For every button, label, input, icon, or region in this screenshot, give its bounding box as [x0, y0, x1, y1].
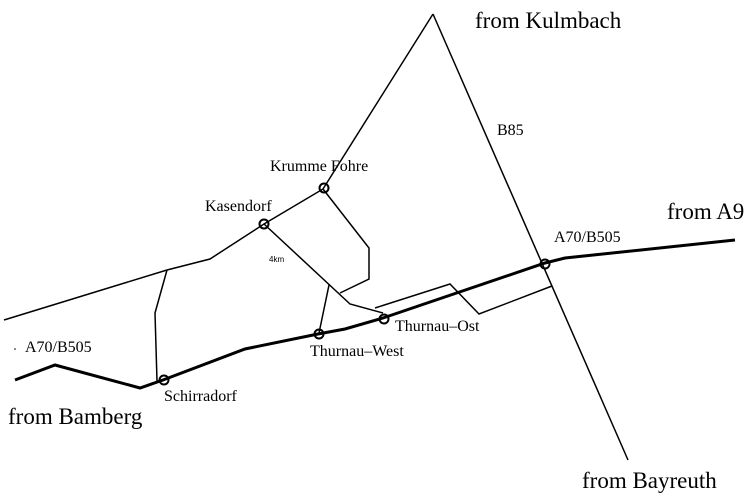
road-parallel-loop [374, 283, 553, 315]
road-a70-b505 [14, 238, 736, 390]
label-thurnau-ost: Thurnau–Ost [395, 318, 480, 335]
label-from-bayreuth: from Bayreuth [582, 468, 717, 493]
label-from-a9: from A9 [667, 199, 745, 224]
junction-krumme-fohre-icon [318, 182, 330, 194]
label-a70-west: A70/B505 [25, 339, 92, 356]
label-krumme-fohre: Krumme Fohre [270, 158, 369, 175]
label-kasendorf: Kasendorf [205, 198, 272, 215]
road-kasendorf-thurnau-ost [263, 223, 384, 314]
label-from-bamberg: from Bamberg [8, 404, 143, 429]
junction-schirradorf-icon [158, 374, 170, 386]
road-krumme-fohre-link [322, 188, 370, 294]
road-kasendorf-kulmbach [3, 13, 434, 321]
road-b85 [432, 13, 629, 461]
junction-kasendorf-icon [258, 218, 270, 230]
junction-thurnau-ost-icon [378, 313, 390, 325]
junction-a70-b85-icon [539, 258, 551, 270]
dot-marker [14, 348, 16, 350]
road-thurnau-west-link [318, 284, 330, 334]
label-scale-note: 4km [269, 255, 285, 264]
junction-thurnau-west-icon [313, 328, 325, 340]
label-b85: B85 [497, 122, 524, 139]
road-schirradorf-link [154, 269, 168, 382]
label-thurnau-west: Thurnau–West [310, 343, 404, 360]
label-from-kulmbach: from Kulmbach [475, 8, 622, 33]
label-a70-east: A70/B505 [554, 229, 621, 246]
label-schirradorf: Schirradorf [164, 388, 237, 405]
